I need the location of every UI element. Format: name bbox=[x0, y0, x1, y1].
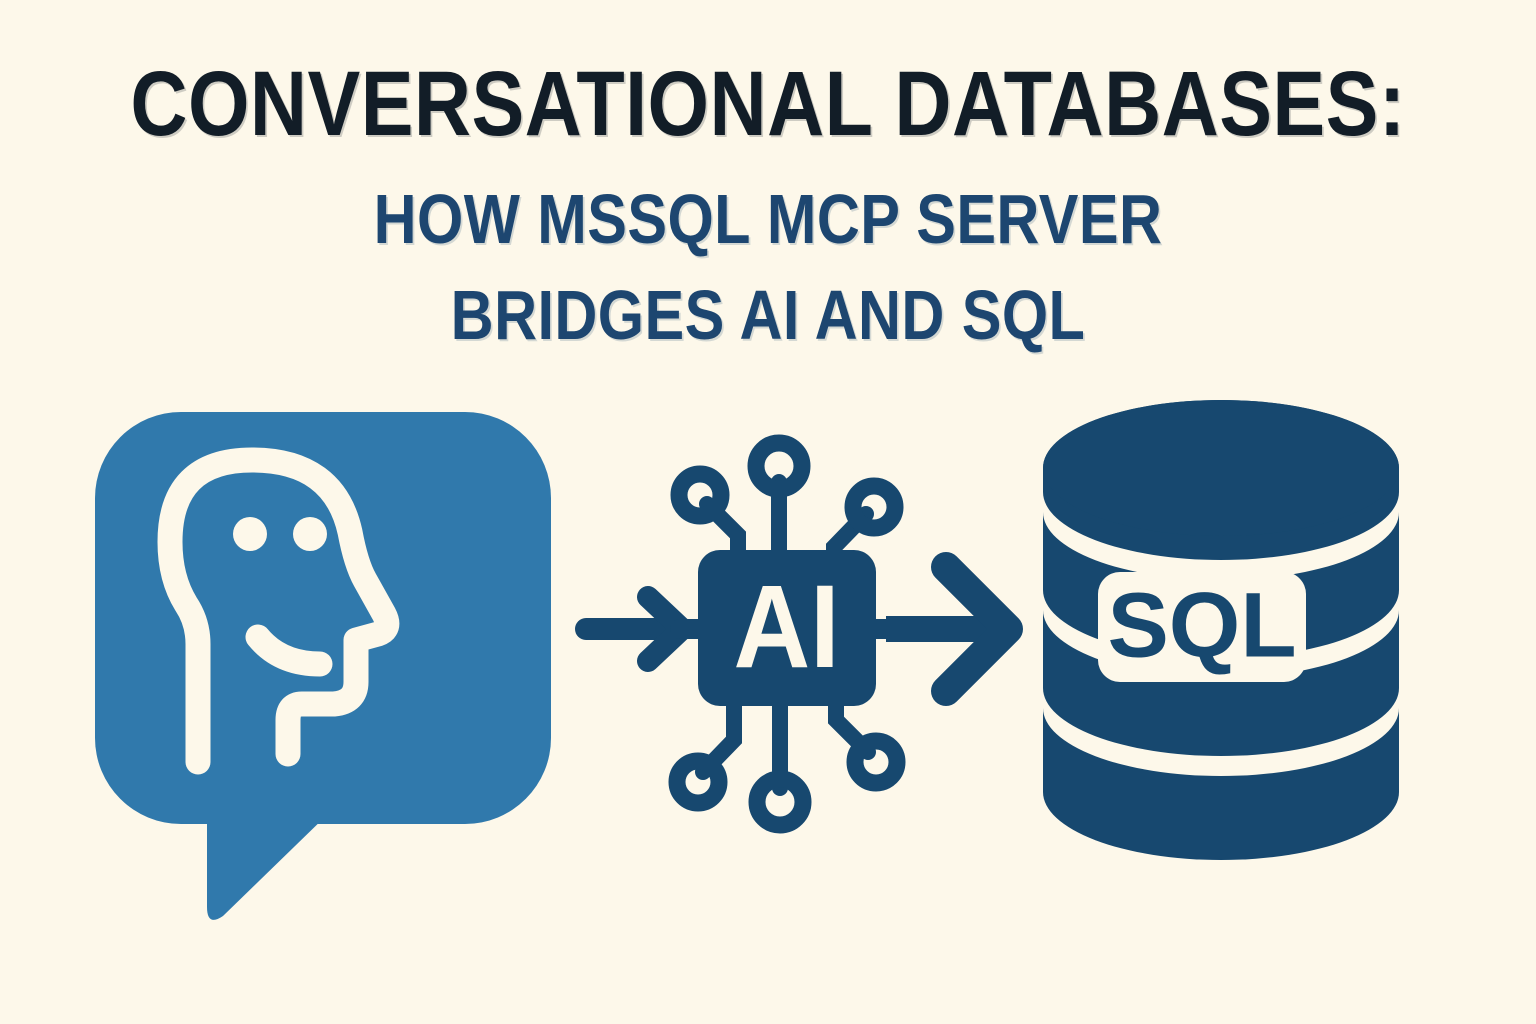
sql-database-icon: SQL bbox=[1043, 400, 1399, 860]
arrow-left-icon bbox=[575, 586, 693, 672]
ai-chip-label: AI bbox=[734, 560, 840, 692]
human-head-profile-icon bbox=[157, 447, 400, 775]
head-eye-right bbox=[293, 517, 327, 551]
ai-chip-nodes bbox=[668, 434, 906, 834]
page-subtitle-line-2: BRIDGES AI AND SQL bbox=[450, 276, 1086, 354]
database-band-1 bbox=[1043, 492, 1399, 580]
head-eye-left bbox=[233, 517, 267, 551]
database-band-3 bbox=[1043, 688, 1399, 776]
database-top-rim bbox=[1043, 400, 1399, 536]
page-subtitle-line-1: HOW MSSQL MCP SERVER bbox=[373, 180, 1163, 258]
ai-chip-icon: AI bbox=[668, 434, 915, 834]
illustration-stage: AI SQL bbox=[0, 382, 1536, 962]
arrow-right-icon bbox=[886, 552, 1023, 706]
ai-chip-body bbox=[698, 550, 876, 706]
database-label: SQL bbox=[1107, 574, 1296, 676]
page-title: CONVERSATIONAL DATABASES: bbox=[130, 53, 1406, 155]
speech-bubble-tail bbox=[207, 802, 330, 920]
database-label-plate bbox=[1098, 572, 1306, 682]
heading-block: CONVERSATIONAL DATABASES: HOW MSSQL MCP … bbox=[0, 0, 1536, 350]
speech-bubble-icon bbox=[95, 412, 551, 920]
